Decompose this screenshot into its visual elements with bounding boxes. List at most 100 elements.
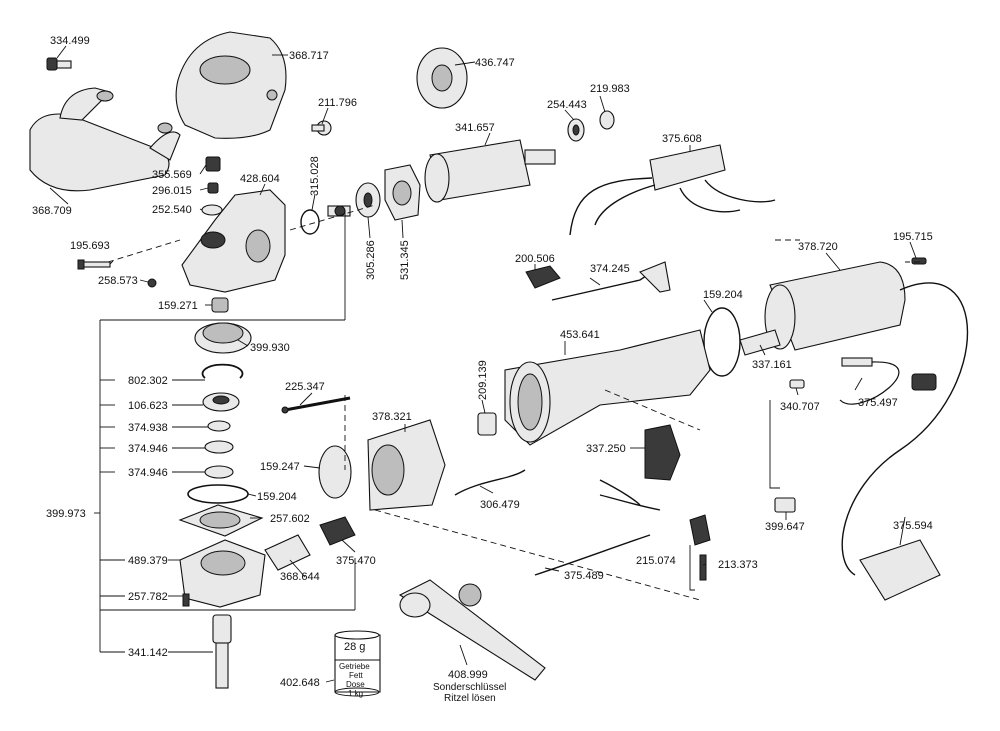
label-195715: 195.715 — [893, 231, 933, 243]
electronic-module-375608 — [569, 144, 776, 236]
label-489379: 489.379 — [128, 555, 168, 567]
switch-rod-374245 — [551, 261, 671, 301]
label-436747: 436.747 — [475, 57, 515, 69]
label-159247: 159.247 — [260, 461, 300, 473]
screw-213373 — [699, 554, 707, 581]
label-grease-line4: 1 kg — [348, 689, 363, 698]
part-number-labels: 334.499 368.717 211.796 368.709 355.569 … — [32, 35, 933, 704]
label-375489: 375.489 — [564, 570, 604, 582]
wires-lower — [599, 479, 711, 546]
label-315028: 315.028 — [309, 156, 321, 196]
label-219983: 219.983 — [590, 83, 630, 95]
bearing-254443 — [567, 118, 585, 142]
label-453641: 453.641 — [560, 329, 600, 341]
label-374245: 374.245 — [590, 263, 630, 275]
label-368717: 368.717 — [289, 50, 329, 62]
bearing-305286 — [355, 182, 381, 218]
label-340707: 340.707 — [780, 401, 820, 413]
armature-341657 — [424, 139, 556, 203]
label-305286: 305.286 — [365, 240, 377, 280]
label-tool-note-1: Sonderschlüssel — [433, 682, 506, 693]
label-375594: 375.594 — [893, 520, 933, 532]
screw-225347 — [281, 396, 351, 414]
plug-375594 — [859, 539, 941, 601]
label-grease-line2: Fett — [349, 671, 364, 680]
gear-cover-368717 — [175, 31, 287, 139]
label-375470: 375.470 — [336, 555, 376, 567]
screw-195693 — [77, 259, 111, 270]
label-tool-note-2: Ritzel lösen — [444, 693, 496, 704]
gear-wheel-399930 — [194, 322, 252, 354]
label-254443: 254.443 — [547, 99, 587, 111]
handle-housing-378720 — [764, 261, 906, 351]
label-257602: 257.602 — [270, 513, 310, 525]
o-ring-159204-mid — [187, 484, 249, 504]
screw-334499 — [46, 57, 72, 71]
label-106623: 106.623 — [128, 400, 168, 412]
label-374938: 374.938 — [128, 422, 168, 434]
sleeve-368644 — [264, 534, 311, 571]
spacer-374938 — [207, 420, 231, 432]
label-159271: 159.271 — [158, 300, 198, 312]
screw-257782 — [182, 593, 190, 607]
part-374946-b — [204, 465, 234, 479]
wire-375489 — [534, 534, 651, 576]
label-368644: 368.644 — [280, 571, 320, 583]
label-159204-top: 159.204 — [703, 289, 743, 301]
label-211796: 211.796 — [318, 97, 357, 109]
label-374946-b: 374.946 — [128, 467, 168, 479]
label-428604: 428.604 — [240, 173, 280, 185]
label-337161: 337.161 — [752, 359, 792, 371]
flange-257602 — [178, 504, 264, 537]
bushing-209139 — [477, 412, 497, 436]
switch-200506 — [525, 265, 561, 289]
cable-375497 — [839, 357, 937, 405]
bearing-106623 — [202, 392, 240, 412]
label-399973: 399.973 — [46, 508, 86, 520]
fan-436747 — [416, 47, 468, 109]
small-parts-spindle-lock — [201, 156, 223, 216]
spindle-341142 — [212, 614, 232, 689]
grease-can-402648 — [334, 630, 381, 697]
o-ring-315028 — [300, 209, 320, 235]
circlip-802302 — [201, 363, 244, 379]
label-402648: 402.648 — [280, 677, 320, 689]
motor-housing-453641 — [504, 329, 711, 446]
label-378321: 378.321 — [372, 411, 412, 423]
label-408999: 408.999 — [448, 669, 488, 681]
label-341657: 341.657 — [455, 122, 495, 134]
label-399647: 399.647 — [765, 521, 805, 533]
label-375497: 375.497 — [858, 397, 898, 409]
label-296015: 296.015 — [152, 185, 192, 197]
label-213373: 213.373 — [718, 559, 758, 571]
o-ring-159204-top — [703, 307, 741, 377]
label-grease-line3: Dose — [346, 680, 365, 689]
module-337250 — [644, 424, 681, 481]
leader-lines — [49, 45, 917, 683]
screw-258573 — [147, 278, 157, 288]
wire-306479 — [454, 469, 526, 496]
label-802302: 802.302 — [128, 375, 168, 387]
label-grease-line1: Getriebe — [339, 662, 370, 671]
screw-211796 — [311, 120, 332, 136]
special-wrench-408999 — [398, 579, 546, 681]
gear-housing-428604 — [181, 189, 286, 293]
handle-bracket-368709 — [29, 87, 181, 192]
label-341142: 341.142 — [128, 647, 168, 659]
label-355569: 355.569 — [152, 169, 192, 181]
cable-part-340707 — [789, 379, 805, 389]
label-252540: 252.540 — [152, 204, 192, 216]
label-200506: 200.506 — [515, 253, 555, 265]
assembly-dashed-lines — [107, 204, 920, 601]
label-195693: 195.693 — [70, 240, 110, 252]
label-374946-a: 374.946 — [128, 443, 168, 455]
label-337250: 337.250 — [586, 443, 626, 455]
label-257782: 257.782 — [128, 591, 168, 603]
connector-399647 — [774, 497, 796, 513]
label-225347: 225.347 — [285, 381, 325, 393]
label-209139: 209.139 — [477, 360, 489, 400]
bearing-ring-219983 — [599, 110, 615, 130]
brush-holder-375470 — [319, 516, 356, 546]
label-368709: 368.709 — [32, 205, 72, 217]
